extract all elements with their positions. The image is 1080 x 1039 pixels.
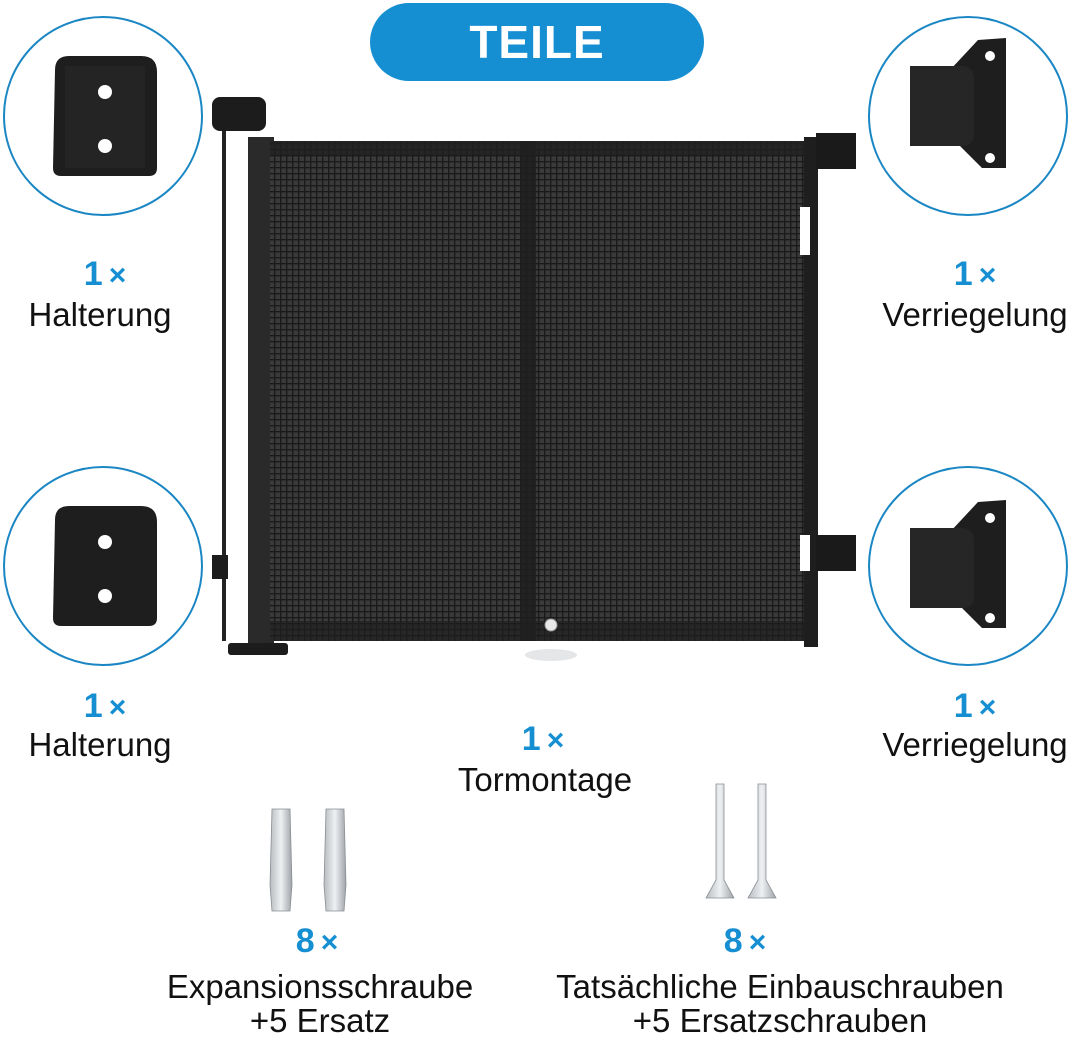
label-bracket-top: Halterung bbox=[28, 296, 172, 333]
quantity-gate: 1× bbox=[521, 720, 565, 758]
latch-lock-icon bbox=[910, 38, 1006, 168]
label-lock-bottom: Verriegelung bbox=[882, 726, 1068, 763]
wall-anchor-icon bbox=[269, 808, 347, 912]
label-gate: Tormontage bbox=[457, 761, 633, 798]
part-circle-lock-bottom bbox=[868, 466, 1068, 666]
title-banner: TEILE bbox=[370, 3, 704, 81]
screw-icon bbox=[705, 783, 777, 899]
quantity-bracket-top: 1× bbox=[83, 255, 127, 293]
page-title: TEILE bbox=[469, 16, 605, 68]
retractable-gate-icon bbox=[212, 97, 856, 661]
part-circle-bracket-top bbox=[3, 16, 203, 216]
quantity-lock-bottom: 1× bbox=[953, 687, 997, 725]
quantity-anchors: 8× bbox=[295, 922, 339, 960]
label-lock-top: Verriegelung bbox=[882, 296, 1068, 333]
wall-bracket-icon bbox=[53, 506, 157, 626]
quantity-screws: 8× bbox=[723, 922, 767, 960]
latch-lock-icon bbox=[910, 500, 1006, 628]
quantity-bracket-bottom: 1× bbox=[83, 687, 127, 725]
quantity-lock-top: 1× bbox=[953, 255, 997, 293]
label-anchors: Expansionsschraube +5 Ersatz bbox=[166, 968, 474, 1039]
part-circle-bracket-bottom bbox=[3, 466, 203, 666]
wall-bracket-icon bbox=[53, 56, 157, 176]
part-circle-lock-top bbox=[868, 16, 1068, 216]
label-screws: Tatsächliche Einbauschrauben +5 Ersatzsc… bbox=[556, 968, 1004, 1039]
label-bracket-bottom: Halterung bbox=[28, 726, 172, 763]
